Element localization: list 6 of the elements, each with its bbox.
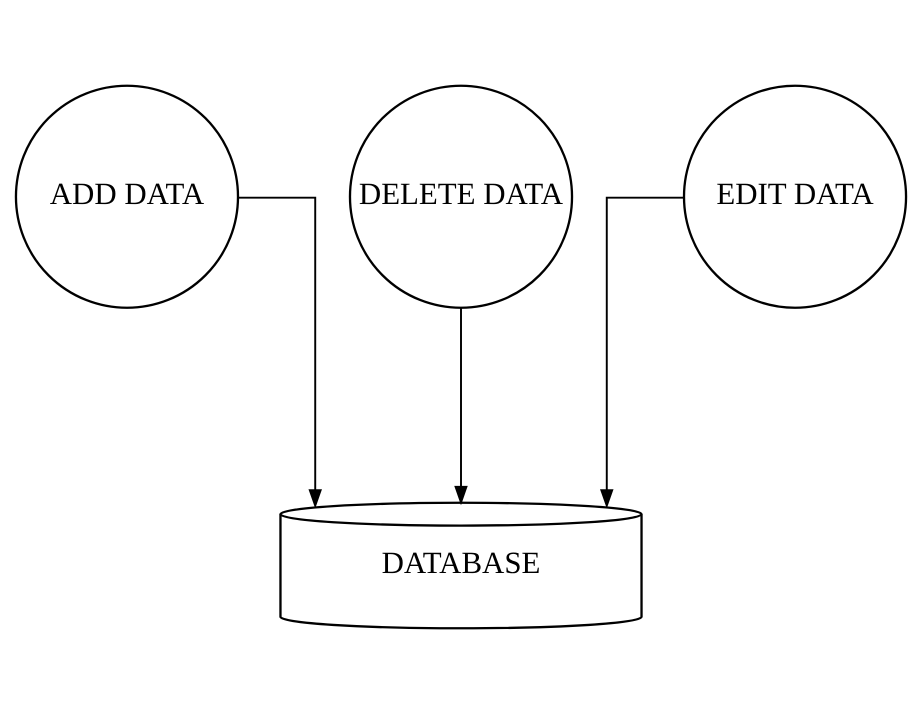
arrow	[454, 308, 468, 506]
node-circle: ADD DATA	[14, 84, 240, 309]
arrow	[600, 196, 684, 509]
node-circle: EDIT DATA	[682, 84, 908, 309]
node-circle: DELETE DATA	[348, 84, 574, 309]
arrow	[238, 196, 322, 509]
